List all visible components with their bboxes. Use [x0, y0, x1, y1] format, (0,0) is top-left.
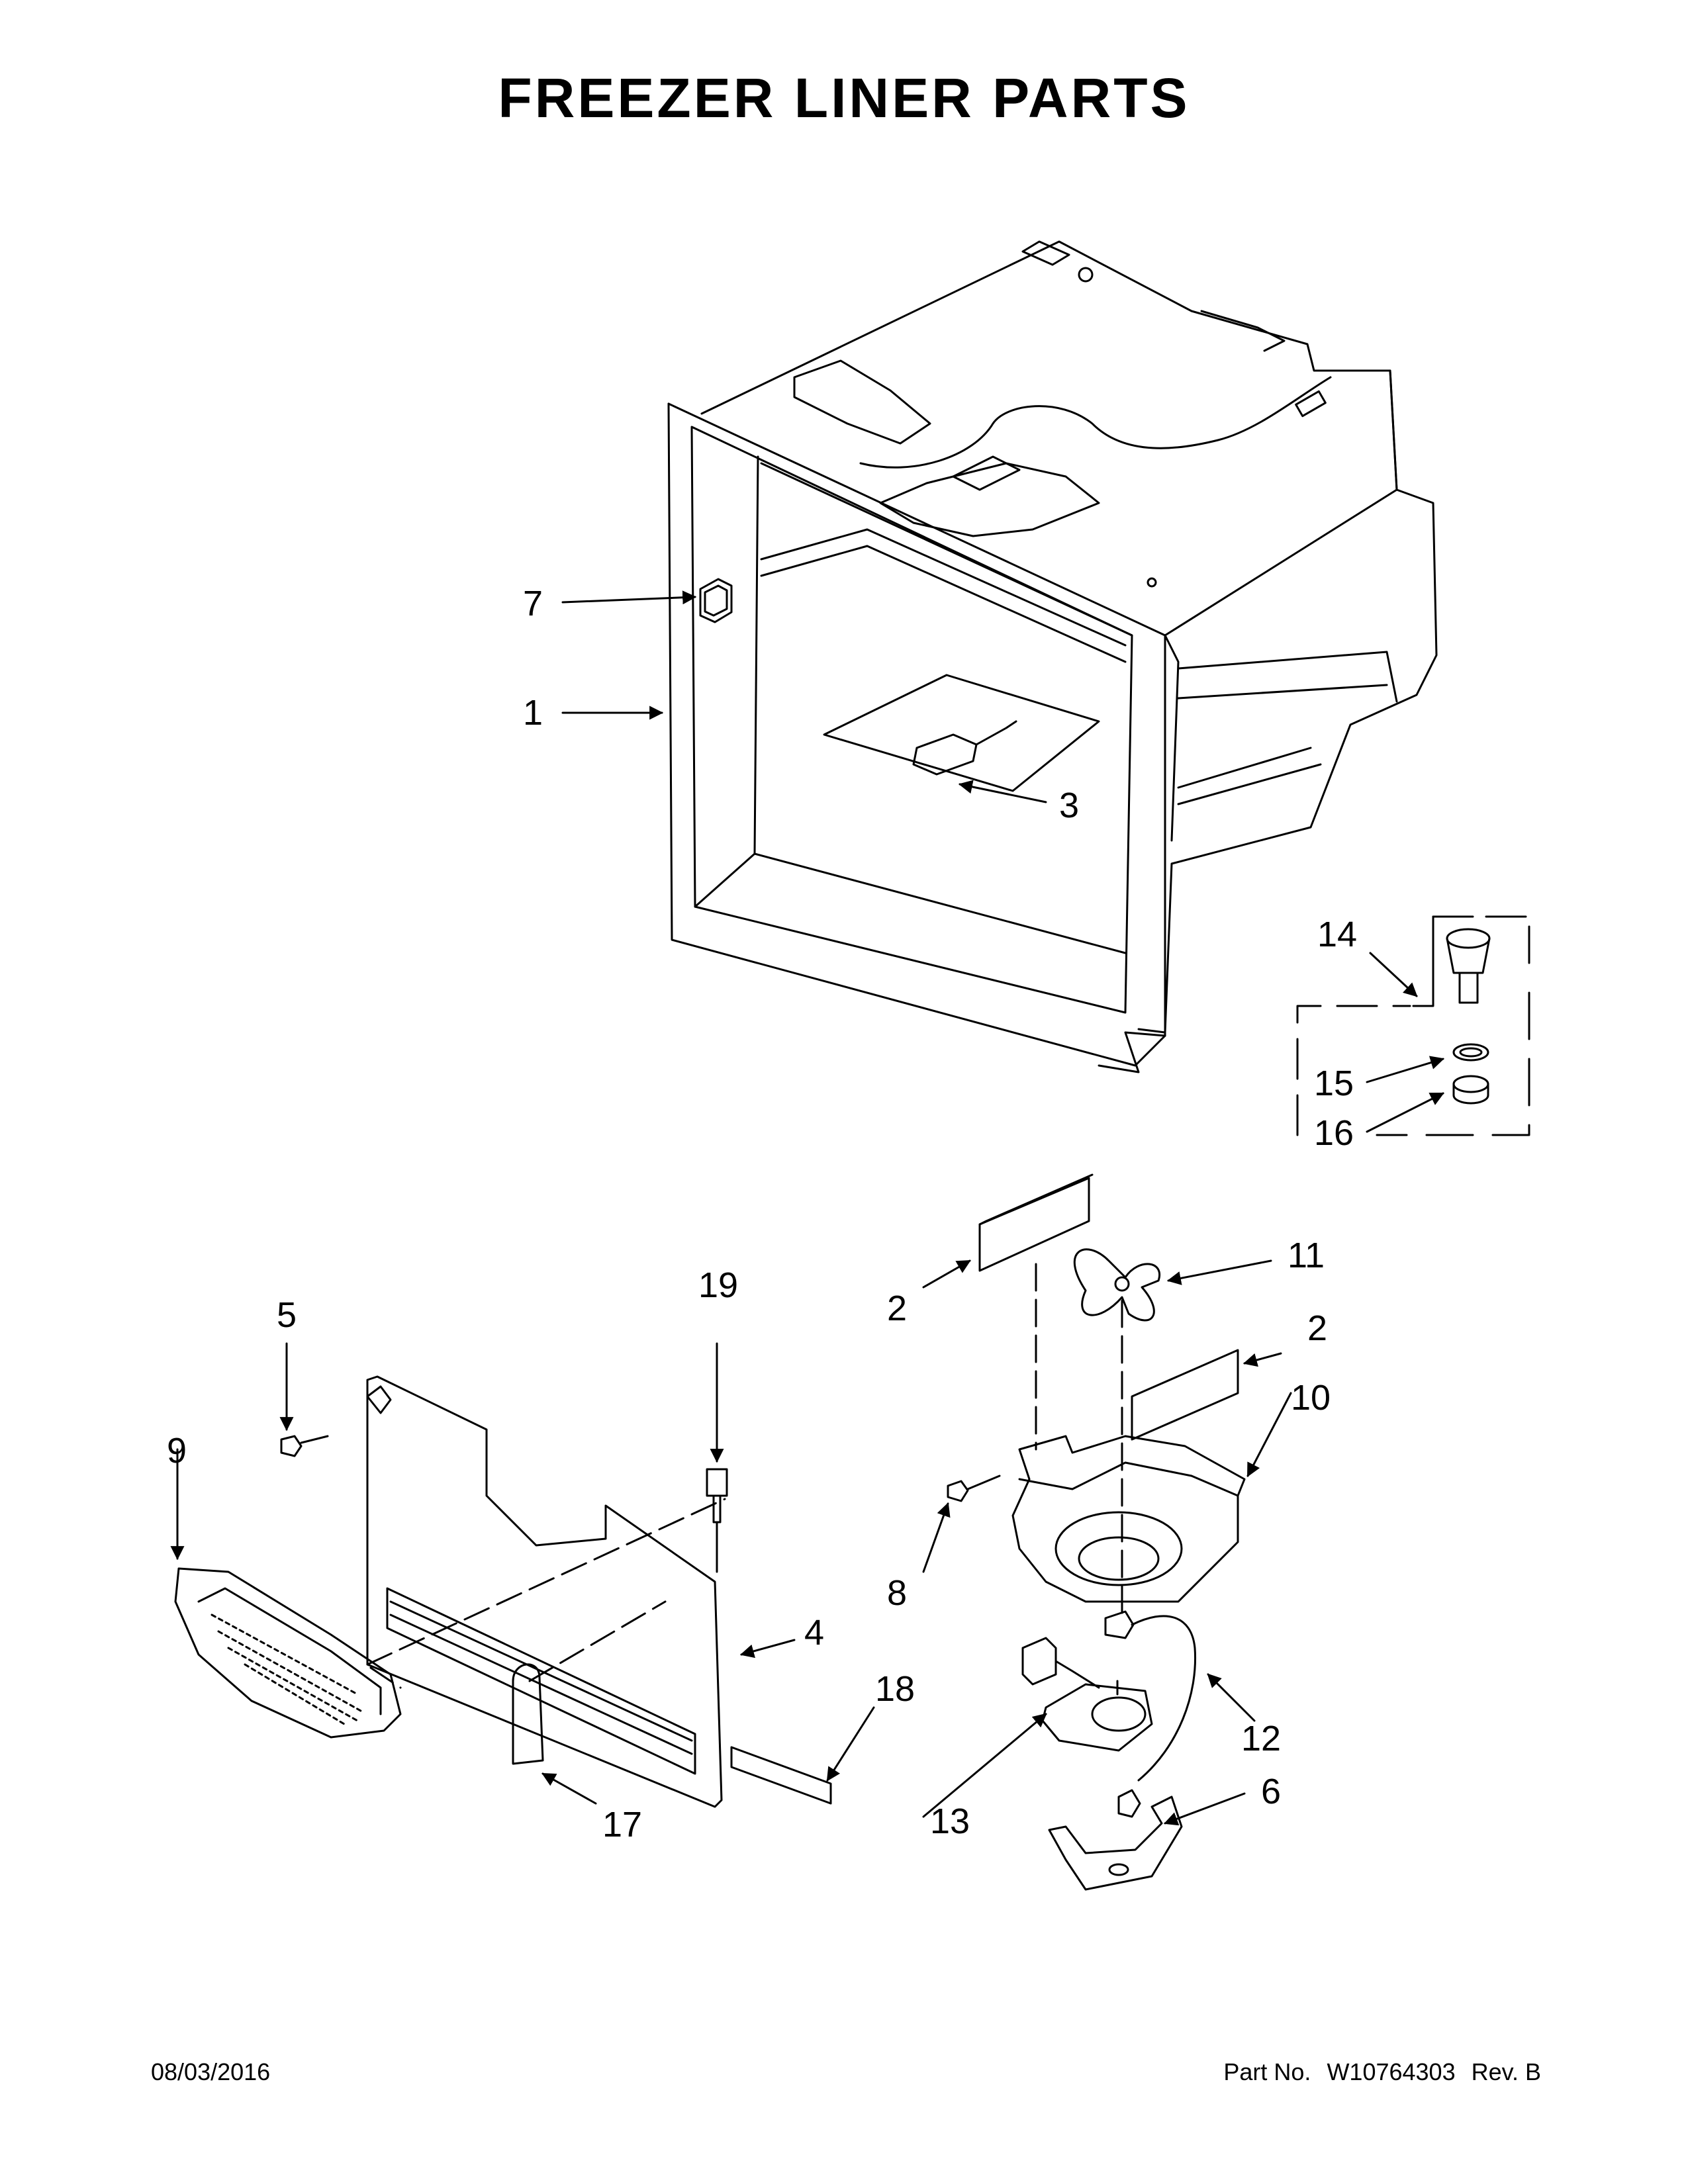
callout-2b: 2: [1307, 1308, 1327, 1348]
callout-14: 14: [1317, 915, 1357, 954]
part-5-screw: [280, 1435, 329, 1457]
freezer-liner: [667, 240, 1438, 1073]
leader-arrows: [170, 590, 1445, 1826]
callout-16: 16: [1314, 1113, 1354, 1153]
revision: Rev. B: [1471, 2058, 1541, 2085]
part-6-bracket: [1048, 1796, 1183, 1891]
part-11-fan-blade: [1073, 1248, 1161, 1322]
part-label: Part No.: [1223, 2058, 1311, 2085]
assembly-lines-left: [366, 1498, 726, 1689]
part-7-switch: [699, 578, 733, 623]
callout-8: 8: [887, 1573, 907, 1613]
callout-12: 12: [1241, 1719, 1281, 1758]
callout-4: 4: [804, 1613, 824, 1653]
footer-date: 08/03/2016: [151, 2058, 271, 2085]
callout-labels: 1 2 2 3 4 5 6 7 8 9 10 11 12 13 14 15 16…: [167, 584, 1357, 1844]
callout-11: 11: [1288, 1236, 1325, 1275]
part-12-harness: [1021, 1610, 1197, 1818]
part-19-sensor: [706, 1468, 728, 1573]
callout-15: 15: [1314, 1064, 1354, 1103]
callout-5: 5: [277, 1295, 297, 1335]
page-title: FREEZER LINER PARTS: [498, 67, 1190, 129]
part-2-foam-lower: [1131, 1349, 1239, 1441]
callout-2a: 2: [887, 1289, 907, 1328]
part-8-screw: [947, 1475, 1001, 1502]
callout-7: 7: [523, 584, 543, 623]
callout-9: 9: [167, 1431, 187, 1471]
part-number: W10764303: [1327, 2058, 1456, 2085]
callout-1: 1: [523, 693, 543, 733]
callout-18: 18: [875, 1669, 915, 1709]
part-17-clip: [512, 1663, 544, 1765]
inset-14-15-16: [1296, 915, 1530, 1136]
callout-13: 13: [930, 1801, 970, 1841]
part-13-fan-motor: [1041, 1680, 1153, 1752]
part-10-fan-shroud: [1011, 1435, 1246, 1603]
callout-19: 19: [698, 1265, 738, 1305]
part-18-strip: [730, 1746, 832, 1805]
footer-part-number: Part No. W10764303 Rev. B: [1214, 2058, 1541, 2086]
part-2-foam-upper: [978, 1173, 1094, 1272]
callout-17: 17: [602, 1805, 642, 1844]
part-9-grille: [174, 1567, 402, 1739]
callout-6: 6: [1261, 1772, 1281, 1811]
part-4-panel: [366, 1375, 723, 1808]
callout-10: 10: [1291, 1378, 1331, 1418]
callout-3: 3: [1059, 786, 1079, 825]
assembly-lines-right: [1035, 1263, 1123, 1616]
